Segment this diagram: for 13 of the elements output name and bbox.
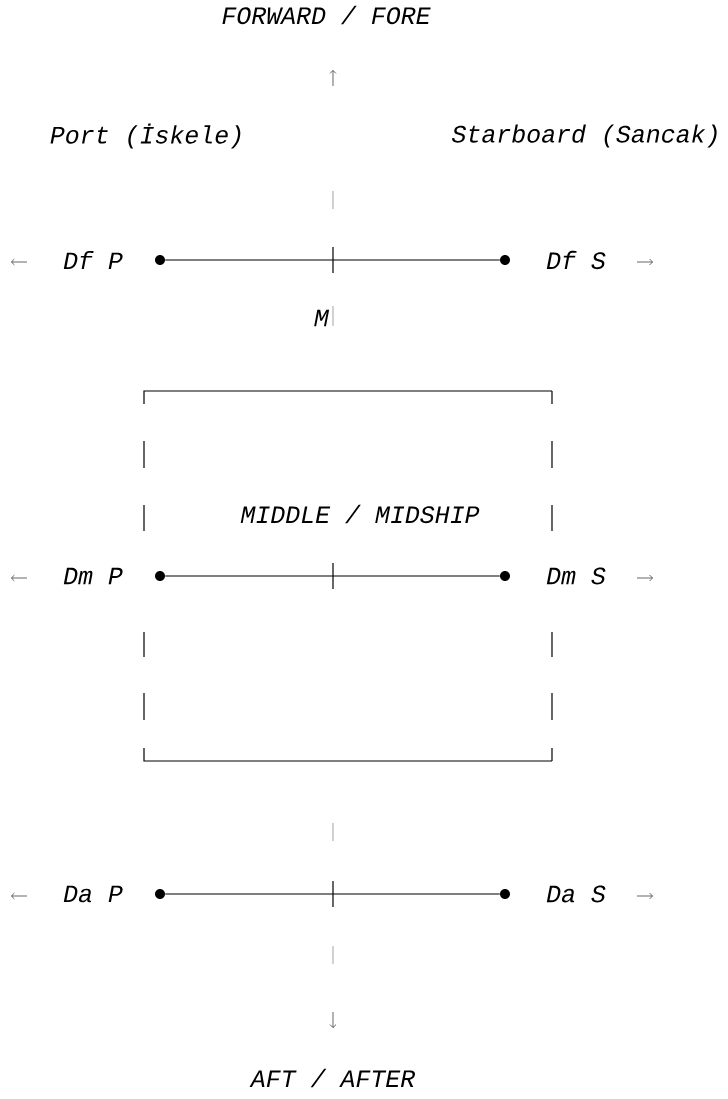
point-label: Df S [546,250,606,270]
direction-label: AFT / AFTER [249,1068,415,1088]
direction-label: Port (İskele) [50,123,241,149]
point-label: Dm P [63,567,123,585]
direction-label: Starboard (Sancak) [451,124,717,148]
point-label: Df P [63,251,123,270]
line [164,893,501,895]
line [164,575,501,577]
direction-label: M [314,309,330,327]
point-label: Da P [63,885,123,903]
direction-label: FORWARD / FORE [222,5,431,25]
line [164,259,501,261]
point-label: Da S [546,885,606,903]
